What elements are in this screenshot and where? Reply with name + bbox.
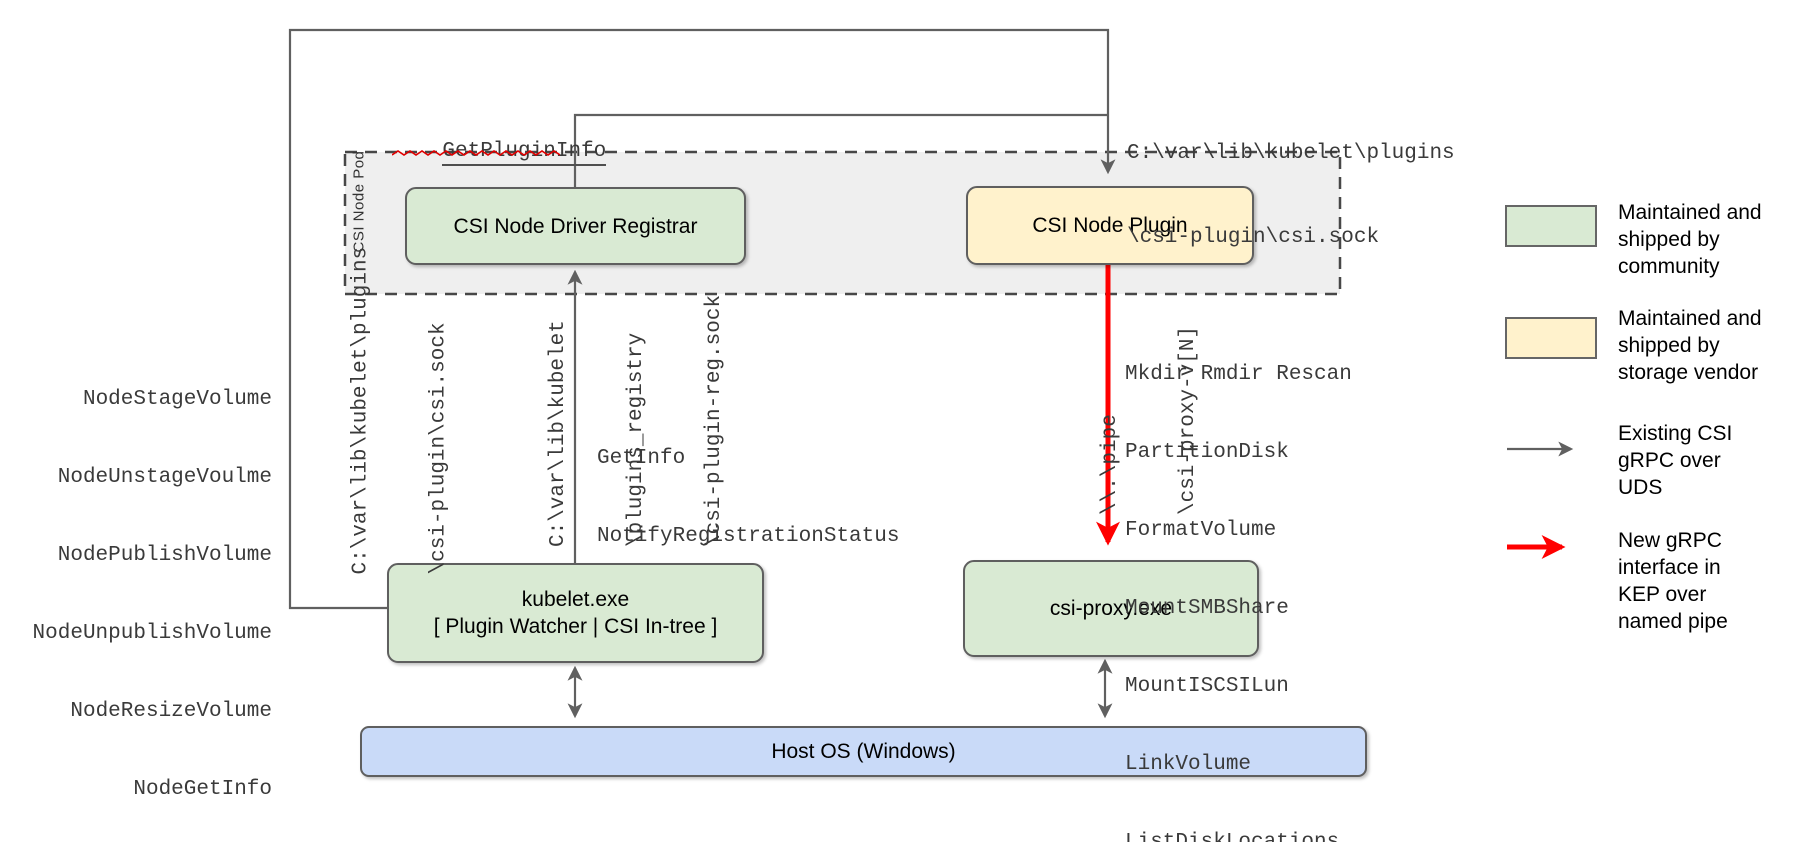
legend-line: Maintained and bbox=[1618, 307, 1762, 330]
registrar-label: CSI Node Driver Registrar bbox=[453, 214, 698, 238]
legend-community-swatch bbox=[1505, 205, 1597, 247]
legend-line: gRPC over bbox=[1618, 449, 1721, 472]
proxy-calls-list: Mkdir Rmdir Rescan PartitionDisk FormatV… bbox=[1125, 310, 1352, 842]
csi-node-pod-label: CSI Node Pod bbox=[350, 150, 368, 253]
csi-proxy-label: csi-proxy.exe bbox=[1049, 597, 1173, 620]
registrar-to-plugin-line bbox=[573, 113, 1108, 187]
csi-sock-path-line1: C:\var\lib\kubelet\plugins bbox=[1127, 142, 1455, 165]
host-os-label: Host OS (Windows) bbox=[771, 740, 956, 763]
named-pipe-vertical-label: \\.\pipe \csi-proxy-v[N] bbox=[1046, 325, 1200, 515]
legend-line: storage vendor bbox=[1618, 361, 1759, 384]
node-plugin-label: CSI Node Plugin bbox=[1032, 214, 1188, 237]
legend-vendor-swatch bbox=[1505, 317, 1597, 359]
vertical-path-line: C:\var\lib\kubelet bbox=[547, 320, 570, 547]
misspelling-squiggle bbox=[391, 144, 561, 162]
kubelet-label-line2: [ Plugin Watcher | CSI In-tree ] bbox=[433, 615, 718, 638]
legend-line: Maintained and bbox=[1618, 201, 1762, 224]
registrar-box: CSI Node Driver Registrar bbox=[405, 187, 746, 265]
csi-sock-path-line2: \csi-plugin\csi.sock bbox=[1127, 226, 1380, 249]
legend-line: KEP over bbox=[1618, 583, 1707, 606]
list-item: Mkdir Rmdir Rescan bbox=[1125, 363, 1352, 386]
list-item: PartitionDisk bbox=[1125, 441, 1289, 464]
legend-line: named pipe bbox=[1618, 610, 1728, 633]
legend-line: shipped by bbox=[1618, 228, 1720, 251]
vertical-path-line: C:\var\lib\kubelet\plugins bbox=[349, 246, 373, 575]
list-item: NodeUnstageVoulme bbox=[57, 466, 272, 489]
list-item: ListDiskLocations bbox=[1125, 830, 1352, 842]
legend-line: shipped by bbox=[1618, 334, 1720, 357]
list-item: MountSMBShare bbox=[1125, 597, 1289, 620]
node-plugin-box: CSI Node Plugin bbox=[966, 186, 1254, 265]
node-calls-list: NodeStageVolume NodeUnstageVoulme NodePu… bbox=[28, 335, 272, 842]
legend-line: interface in bbox=[1618, 556, 1721, 579]
list-item: LinkVolume bbox=[1125, 753, 1252, 776]
legend-line: New gRPC bbox=[1618, 529, 1722, 552]
csi-sock-path-label: C:\var\lib\kubelet\plugins \csi-plugin\c… bbox=[1127, 84, 1455, 308]
list-item: NodeResizeVolume bbox=[70, 700, 272, 723]
list-item: MountISCSILun bbox=[1125, 675, 1289, 698]
getplugininfo-annotation: GetPluginInfo bbox=[392, 119, 607, 185]
kubelet-label-line1: kubelet.exe bbox=[521, 588, 630, 611]
list-item: FormatVolume bbox=[1125, 519, 1277, 542]
registration-call-line: GetInfo bbox=[597, 447, 686, 470]
legend-community-label: Maintained and shipped by community bbox=[1618, 199, 1762, 280]
csi-proxy-box: csi-proxy.exe bbox=[963, 560, 1259, 657]
registration-calls-label: GetInfo NotifyRegistrationStatus bbox=[597, 394, 899, 602]
list-item: NodeStageVolume bbox=[82, 388, 272, 411]
list-item: NodeGetInfo bbox=[133, 778, 272, 801]
legend-pipe-label: New gRPC interface in KEP over named pip… bbox=[1618, 527, 1728, 635]
legend-uds-label: Existing CSI gRPC over UDS bbox=[1618, 420, 1732, 501]
host-os-box: Host OS (Windows) bbox=[360, 726, 1367, 777]
kubelet-box: kubelet.exe [ Plugin Watcher | CSI In-tr… bbox=[387, 563, 764, 663]
vertical-path-line: \\.\pipe bbox=[1099, 414, 1122, 515]
legend-line: UDS bbox=[1618, 476, 1663, 499]
legend-vendor-label: Maintained and shipped by storage vendor bbox=[1618, 305, 1762, 386]
list-item: NodeUnpublishVolume bbox=[32, 622, 272, 645]
getplugininfo-label: GetPluginInfo bbox=[442, 140, 607, 166]
kubelet-plugins-sock-vertical-label: C:\var\lib\kubelet\plugins \csi-plugin\c… bbox=[297, 247, 451, 575]
legend-line: community bbox=[1618, 255, 1720, 278]
plugins-registry-sock-vertical-label: C:\var\lib\kubelet \plugins_registry \cs… bbox=[494, 295, 726, 547]
legend-line: Existing CSI bbox=[1618, 422, 1733, 445]
vertical-path-line: \csi-plugin\csi.sock bbox=[427, 322, 451, 575]
registration-call-line: NotifyRegistrationStatus bbox=[597, 525, 900, 548]
list-item: NodePublishVolume bbox=[57, 544, 272, 567]
